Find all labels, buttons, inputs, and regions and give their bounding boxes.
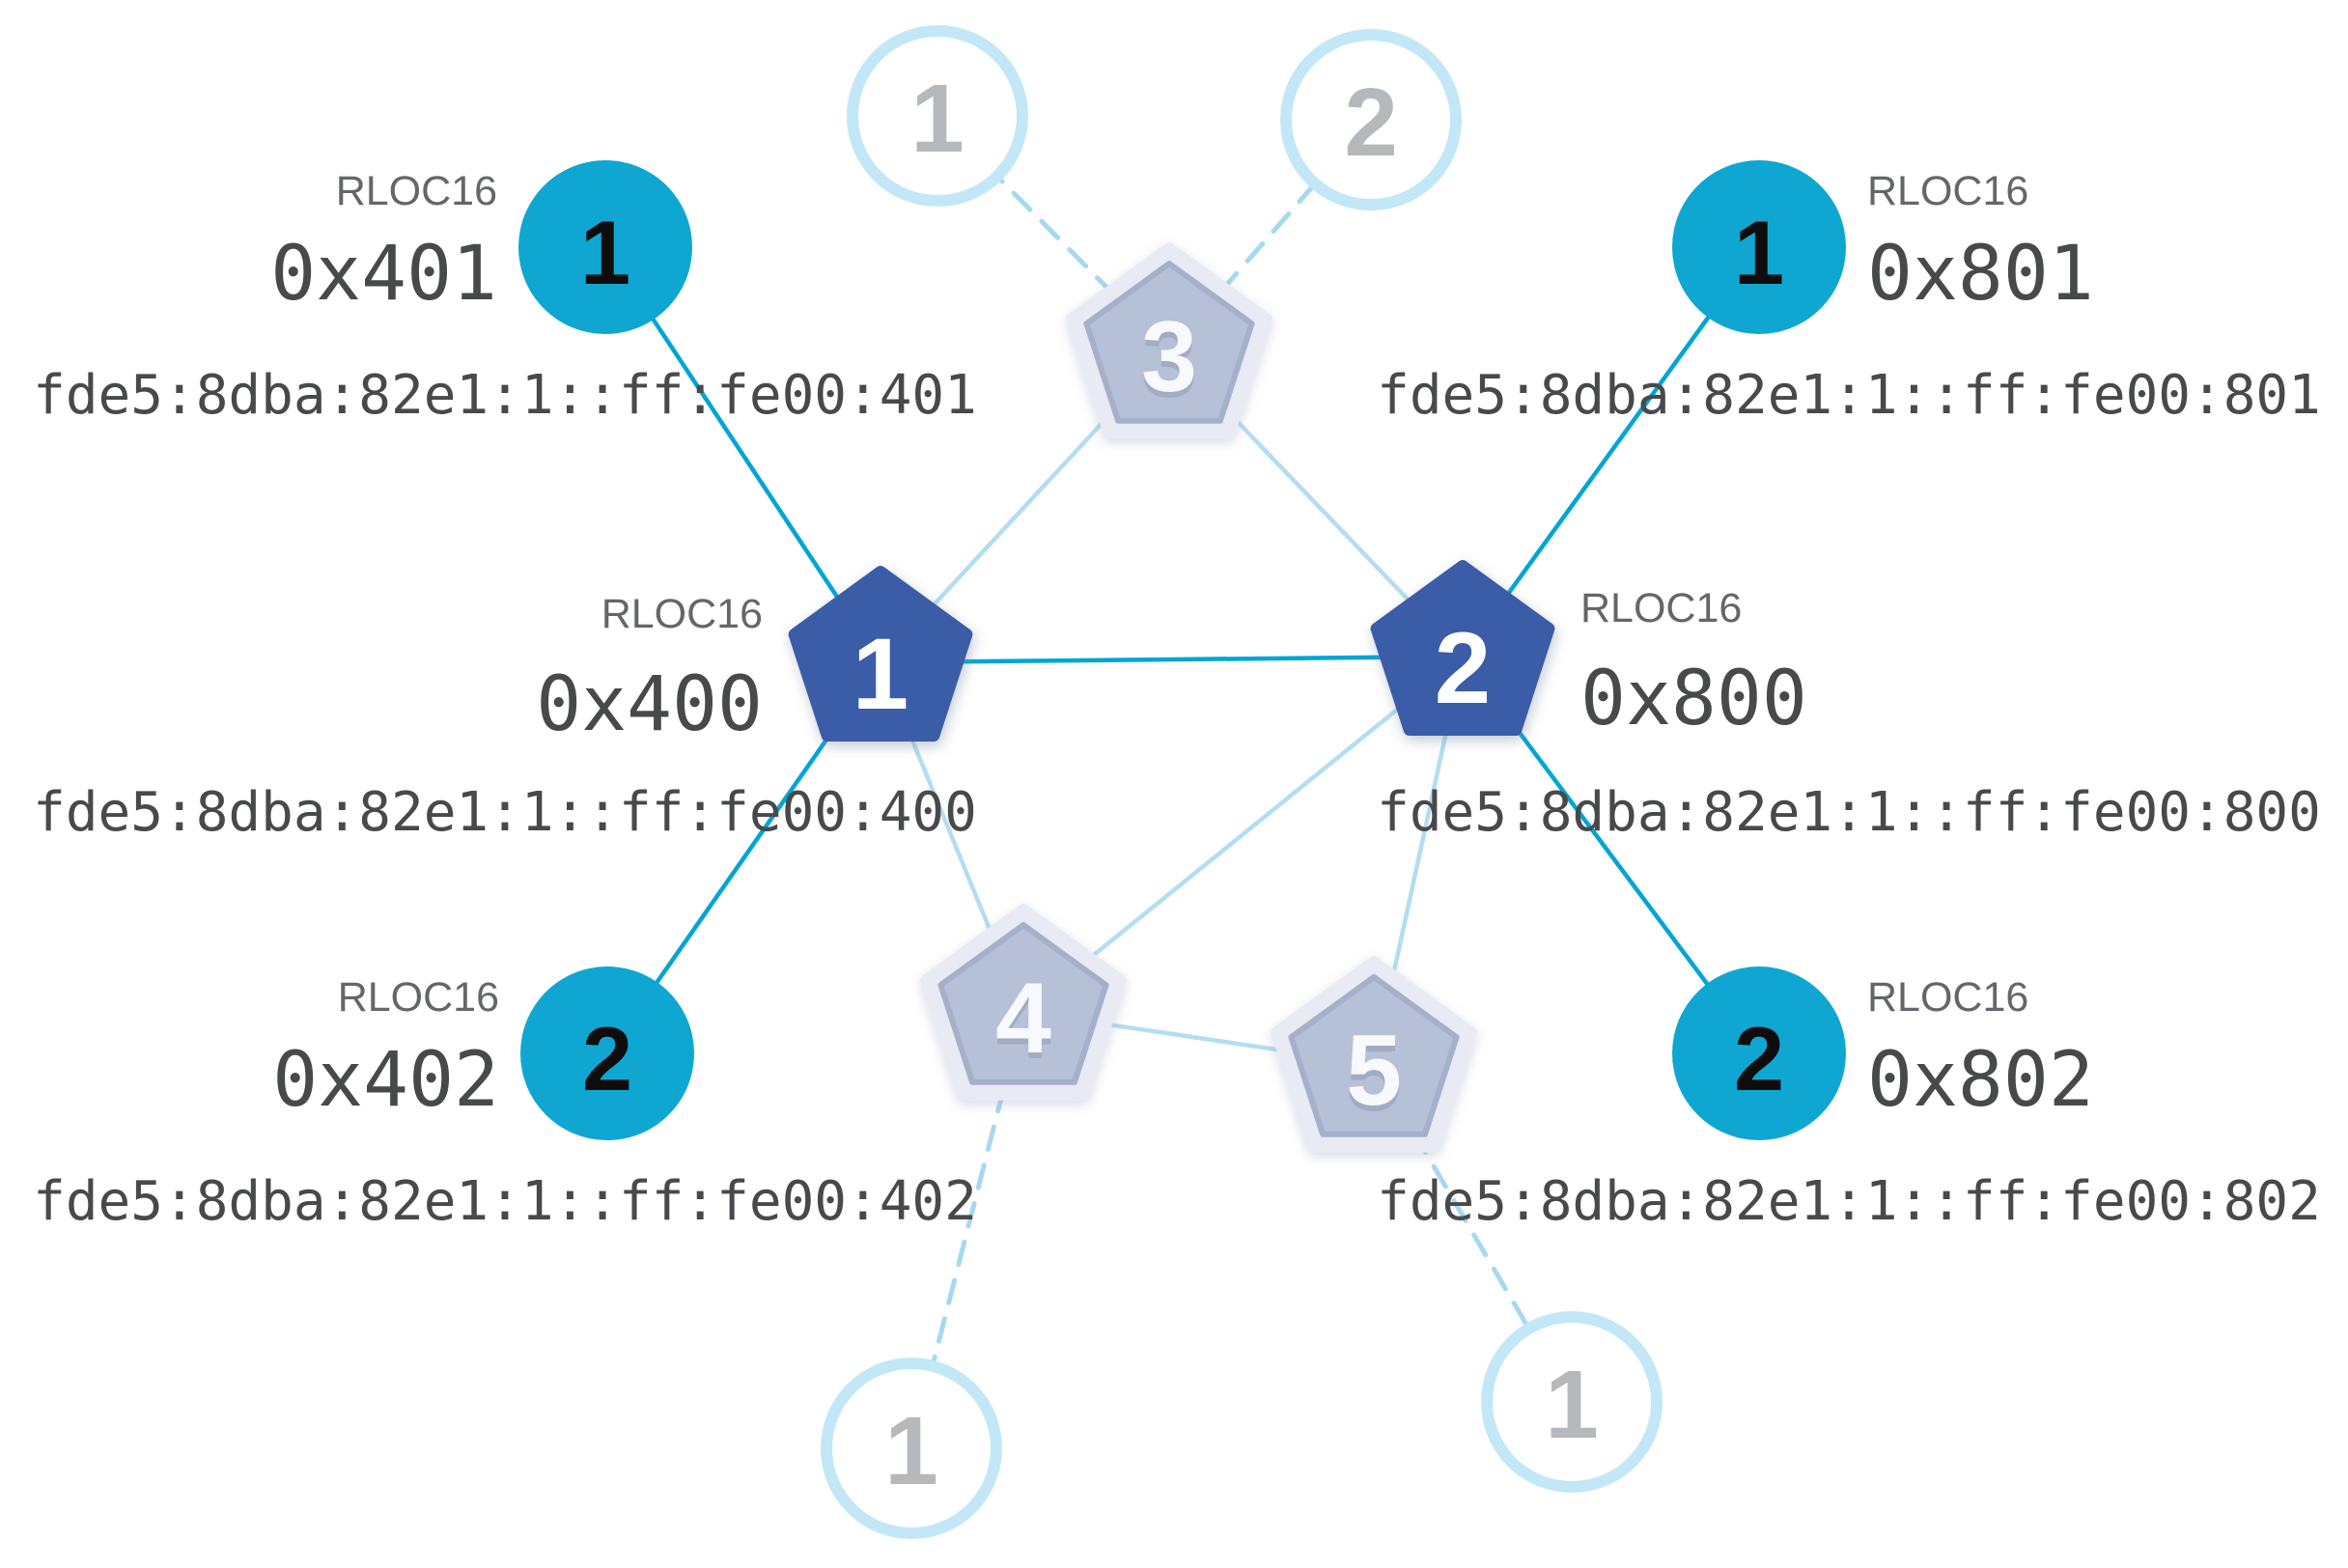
router-2-pentagon-icon: [1370, 560, 1555, 736]
end-device-401-rloc16-value: 0x401: [270, 231, 497, 318]
router-1-rloc16-title: RLOC16: [601, 591, 763, 637]
end-device-801-number: 1: [1734, 202, 1784, 303]
end-device-802-node: 2: [1672, 966, 1846, 1140]
nodes-layer: 1 2 33 44 55 1 1 2 2 1 2 1 1: [518, 25, 1846, 1539]
router-3-number-shadow: 3: [1141, 307, 1197, 419]
end-device-402-rloc16-value: 0x402: [272, 1037, 499, 1124]
router-3-node: 33: [1066, 242, 1272, 439]
router-1-ipv6-address: fde5:8dba:82e1:1::ff:fe00:400: [33, 781, 977, 844]
router-2-node: 2: [1370, 560, 1555, 736]
link-router-2-to-router-4: [1021, 655, 1465, 1014]
end-device-top-1-node: 1: [847, 25, 1028, 207]
router-5-number: 5: [1346, 1015, 1402, 1127]
end-device-401-rloc16-title: RLOC16: [336, 168, 497, 214]
router-1-pentagon-icon: [788, 566, 973, 742]
router-1-rloc16-value: 0x400: [536, 661, 763, 748]
end-device-bottom-left-circle-icon: [821, 1358, 1002, 1539]
router-4-node: 44: [920, 904, 1127, 1101]
end-device-801-rloc16-title: RLOC16: [1867, 168, 2028, 214]
end-device-top-1-circle-icon: [847, 25, 1028, 207]
router-3-pentagon-icon: [1083, 261, 1255, 424]
end-device-top-2-number: 2: [1344, 69, 1398, 177]
router-2-ipv6-address: fde5:8dba:82e1:1::ff:fe00:800: [1377, 781, 2321, 844]
end-device-top-1-number: 1: [910, 65, 964, 173]
end-device-801-node: 1: [1672, 160, 1846, 334]
end-device-top-2-circle-icon: [1280, 29, 1462, 210]
router-2-rloc16-title: RLOC16: [1580, 585, 1742, 631]
end-device-bottom-left-node: 1: [821, 1358, 1002, 1539]
end-device-801-circle-icon: [1672, 160, 1846, 334]
end-device-802-rloc16-value: 0x802: [1867, 1037, 2094, 1124]
router-2-rloc16-value: 0x800: [1580, 656, 1807, 742]
router-2-number: 2: [1435, 612, 1491, 725]
end-device-402-node: 2: [520, 966, 694, 1140]
link-router-1-to-router-2: [880, 654, 1464, 665]
end-device-bottom-right-number: 1: [1545, 1351, 1599, 1459]
end-device-801-rloc16-value: 0x801: [1867, 231, 2094, 318]
router-3-number: 3: [1141, 301, 1197, 413]
end-device-bottom-left-number: 1: [884, 1397, 938, 1505]
end-device-401-circle-icon: [518, 160, 692, 334]
end-device-802-rloc16-title: RLOC16: [1867, 974, 2028, 1021]
end-device-bottom-right-node: 1: [1481, 1311, 1663, 1493]
router-1-node: 1: [788, 566, 973, 742]
router-4-pentagon-icon: [937, 922, 1109, 1085]
router-4-number-shadow: 4: [995, 968, 1051, 1080]
router-4-number: 4: [995, 963, 1051, 1075]
labels-layer: RLOC160x400fde5:8dba:82e1:1::ff:fe00:400…: [33, 168, 2321, 1233]
end-device-401-node: 1: [518, 160, 692, 334]
end-device-802-ipv6-address: fde5:8dba:82e1:1::ff:fe00:802: [1377, 1170, 2321, 1233]
end-device-top-2-node: 2: [1280, 29, 1462, 210]
end-device-802-circle-icon: [1672, 966, 1846, 1140]
router-1-number: 1: [853, 618, 908, 731]
router-5-node: 55: [1271, 956, 1477, 1153]
end-device-402-number: 2: [582, 1008, 632, 1109]
end-device-401-ipv6-address: fde5:8dba:82e1:1::ff:fe00:401: [33, 364, 977, 427]
router-5-pentagon-icon: [1288, 974, 1460, 1137]
end-device-802-number: 2: [1734, 1008, 1784, 1109]
end-device-402-rloc16-title: RLOC16: [338, 974, 499, 1021]
end-device-402-circle-icon: [520, 966, 694, 1140]
end-device-402-ipv6-address: fde5:8dba:82e1:1::ff:fe00:402: [33, 1170, 977, 1233]
end-device-801-ipv6-address: fde5:8dba:82e1:1::ff:fe00:801: [1377, 364, 2321, 427]
router-5-number-shadow: 5: [1346, 1021, 1402, 1133]
end-device-401-number: 1: [580, 202, 630, 303]
end-device-bottom-right-circle-icon: [1481, 1311, 1663, 1493]
